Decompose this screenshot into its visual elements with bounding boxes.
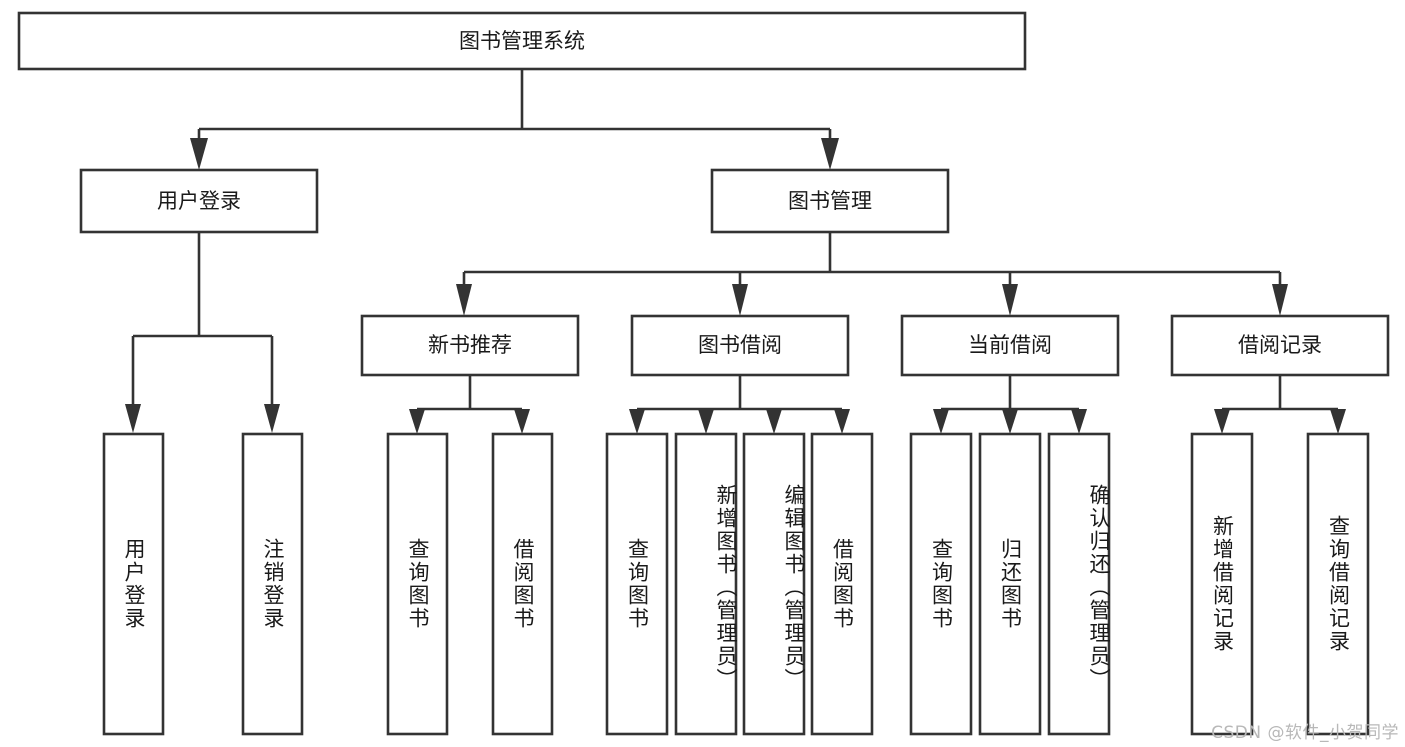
connector-new-book-to-leaves (409, 375, 530, 434)
node-box-leaf-query-record[interactable] (1306, 432, 1370, 736)
arrow-head-leaf-user-login (125, 404, 141, 433)
node-label-current-borrow: 当前借阅 (968, 333, 1052, 357)
node-label-new-book-recommend: 新书推荐 (428, 333, 512, 357)
node-label-book-borrow: 图书借阅 (698, 333, 782, 357)
arrow-head-book-management (821, 138, 839, 170)
arrow-head-leaf-return-book (1002, 409, 1018, 434)
node-box-borrow-record[interactable] (1170, 314, 1390, 377)
node-box-leaf-borrow-book-2[interactable] (810, 432, 874, 736)
node-box-new-book-recommend[interactable] (360, 314, 580, 377)
node-box-leaf-add-record[interactable] (1190, 432, 1254, 736)
arrow-head-leaf-edit-book (766, 409, 782, 434)
connector-current-borrow-to-leaves (933, 375, 1087, 434)
node-box-user-login[interactable] (79, 168, 319, 234)
node-box-leaf-add-book[interactable] (674, 432, 738, 736)
node-box-leaf-query-book-2[interactable] (605, 432, 669, 736)
node-label-user-login: 用户登录 (157, 189, 241, 213)
arrow-head-book-borrow (732, 284, 748, 316)
node-box-leaf-user-login[interactable] (102, 432, 165, 736)
node-box-leaf-logout-login[interactable] (241, 432, 304, 736)
arrow-head-leaf-borrow-book-1 (514, 409, 530, 434)
connector-user-login-to-leaves (125, 232, 280, 433)
arrow-head-user-login (190, 138, 208, 170)
node-label-borrow-record: 借阅记录 (1238, 333, 1322, 357)
arrow-head-leaf-borrow-book-2 (834, 409, 850, 434)
arrow-head-leaf-query-book-2 (629, 409, 645, 434)
node-box-leaf-return-book[interactable] (978, 432, 1042, 736)
node-label-root: 图书管理系统 (459, 29, 585, 53)
arrow-head-borrow-record (1272, 284, 1288, 316)
node-box-book-borrow[interactable] (630, 314, 850, 377)
arrow-head-leaf-query-book-3 (933, 409, 949, 434)
node-box-leaf-query-book-3[interactable] (909, 432, 973, 736)
node-box-root[interactable] (17, 11, 1027, 71)
arrow-head-leaf-query-record (1330, 409, 1346, 434)
node-box-leaf-query-book-1[interactable] (386, 432, 449, 736)
arrow-head-current-borrow (1002, 284, 1018, 316)
node-box-leaf-confirm-return[interactable] (1047, 432, 1111, 736)
arrow-head-leaf-query-book-1 (409, 409, 425, 434)
csdn-watermark: CSDN @软件_小贺同学 (1211, 723, 1399, 743)
node-box-leaf-edit-book[interactable] (742, 432, 806, 736)
connector-borrow-record-to-leaves (1214, 375, 1346, 434)
arrow-head-new-book (456, 284, 472, 316)
arrow-head-leaf-logout-login (264, 404, 280, 433)
arrow-head-leaf-add-book (698, 409, 714, 434)
connector-root-to-level2 (190, 69, 839, 170)
node-box-current-borrow[interactable] (900, 314, 1120, 377)
connector-book-management-to-level3 (456, 232, 1288, 316)
node-label-book-management: 图书管理 (788, 189, 872, 213)
arrow-head-leaf-add-record (1214, 409, 1230, 434)
node-box-book-management[interactable] (710, 168, 950, 234)
arrow-head-leaf-confirm-return (1071, 409, 1087, 434)
connector-book-borrow-to-leaves (629, 375, 850, 434)
node-box-leaf-borrow-book-1[interactable] (491, 432, 554, 736)
